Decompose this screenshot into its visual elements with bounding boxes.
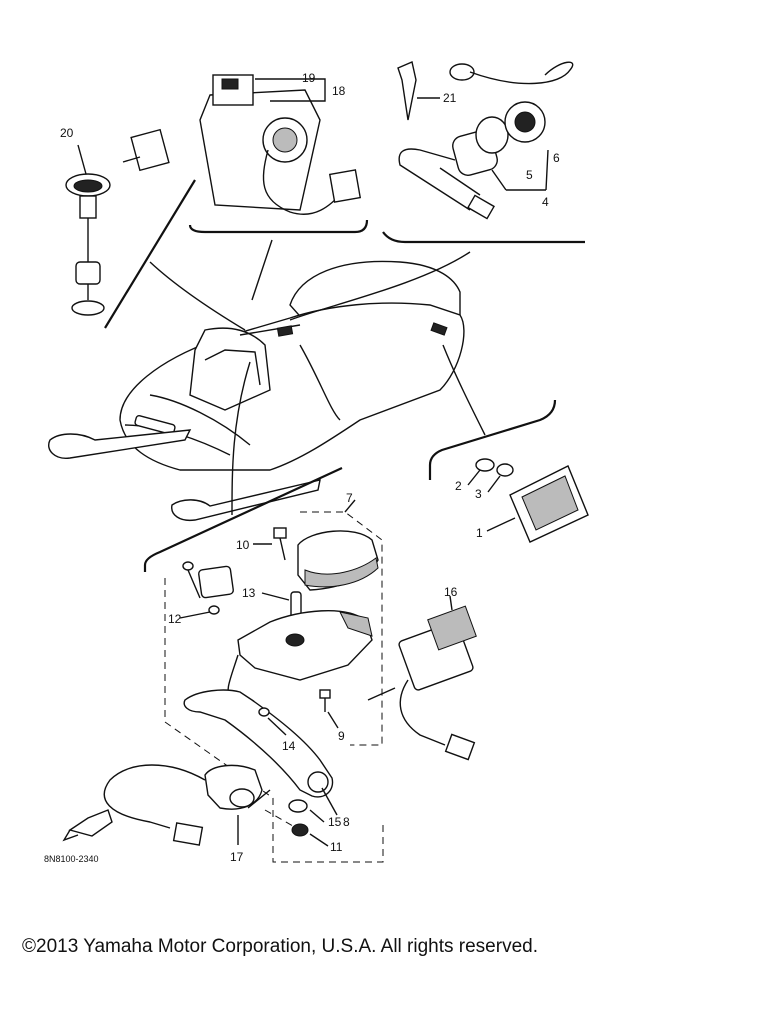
callout-7: 7 <box>346 491 353 505</box>
callout-18: 18 <box>332 84 346 98</box>
callout-3: 3 <box>475 487 482 501</box>
callout-2: 2 <box>455 479 462 493</box>
snowmobile <box>48 260 465 522</box>
callout-10: 10 <box>236 538 250 552</box>
leader-line <box>231 361 251 516</box>
callout-12: 12 <box>168 612 182 626</box>
part-18-19-assembly <box>199 74 362 215</box>
callout-6: 6 <box>553 151 560 165</box>
copyright-notice: ©2013 Yamaha Motor Corporation, U.S.A. A… <box>22 936 538 957</box>
front-arrow-icon <box>62 809 113 842</box>
group-bracket-bottom <box>143 467 343 572</box>
part-4-6-21-assembly <box>397 61 574 220</box>
callout-19: 19 <box>302 71 316 85</box>
callout-13: 13 <box>242 586 256 600</box>
callout-8: 8 <box>343 815 350 829</box>
parts-diagram: 20 19 18 21 6 5 4 7 2 3 1 10 13 12 16 9 … <box>44 61 589 864</box>
part-20-assembly <box>65 128 170 316</box>
group-bracket-taillight <box>428 399 557 480</box>
callout-17: 17 <box>230 850 244 864</box>
callout-16: 16 <box>444 585 458 599</box>
leader-line <box>251 239 273 301</box>
callout-4: 4 <box>542 195 549 209</box>
callout-14: 14 <box>282 739 296 753</box>
callout-1: 1 <box>476 526 483 540</box>
leader-line <box>149 261 246 331</box>
callout-15: 15 <box>328 815 342 829</box>
part-1-3-assembly <box>467 458 589 543</box>
callout-21: 21 <box>443 91 457 105</box>
group-bracket-top <box>188 219 369 234</box>
callout-5: 5 <box>526 168 533 182</box>
leader-line <box>442 344 486 436</box>
callout-20: 20 <box>60 126 74 140</box>
group-bracket-left <box>104 179 196 329</box>
callout-11: 11 <box>330 840 343 854</box>
callout-9: 9 <box>338 729 345 743</box>
diagram-code: 8N8100-2340 <box>44 854 99 864</box>
leader-line <box>289 251 471 321</box>
group-bracket-right <box>382 231 585 244</box>
part-7-17-assembly <box>103 527 477 847</box>
